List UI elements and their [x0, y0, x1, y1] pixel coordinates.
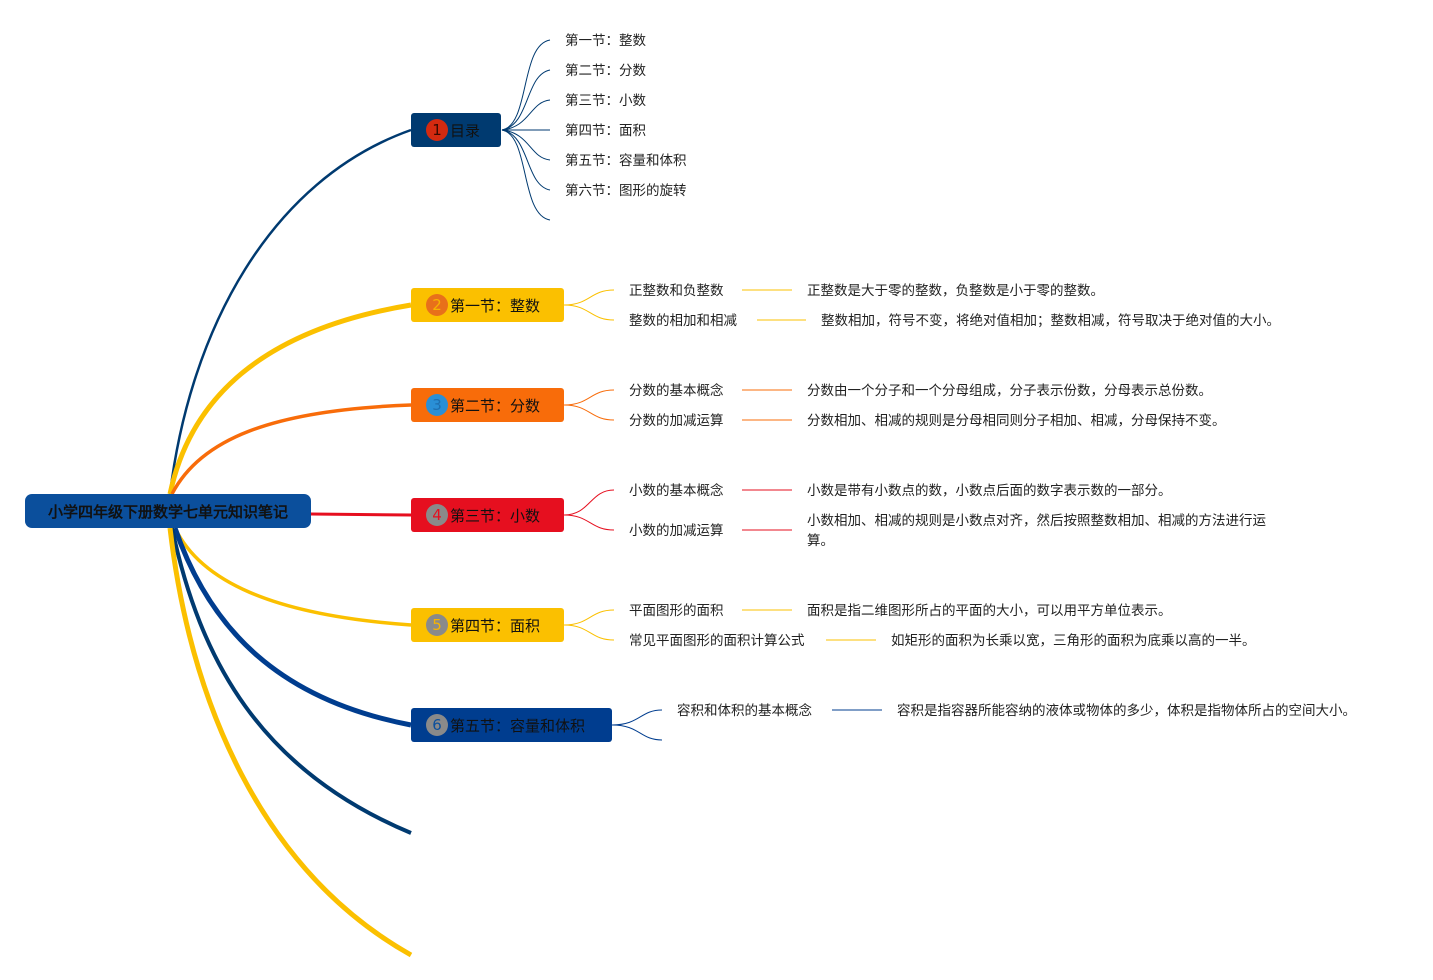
branch-line-section-3	[310, 512, 412, 517]
toc-item[interactable]: 第三节：小数	[565, 93, 646, 109]
subtopic[interactable]: 分数的加减运算	[629, 413, 724, 429]
toc-label: 目录	[450, 121, 481, 140]
branch-line-section-4	[173, 527, 412, 627]
number-badge: 1	[426, 119, 448, 141]
subtopic[interactable]: 平面图形的面积	[629, 603, 724, 619]
detail[interactable]: 小数相加、相减的规则是小数点对齐，然后按照整数相加、相减的方法进行运算。	[807, 513, 1266, 549]
toc-item[interactable]: 第五节：容量和体积	[565, 153, 687, 169]
subtopic[interactable]: 分数的基本概念	[629, 383, 724, 399]
branch-line-section-2	[170, 403, 412, 495]
detail[interactable]: 小数是带有小数点的数，小数点后面的数字表示数的一部分。	[807, 483, 1172, 499]
number-badge: 4	[426, 504, 448, 526]
section-label: 第五节：容量和体积	[450, 716, 586, 735]
toc-item[interactable]: 第六节：图形的旋转	[565, 183, 687, 199]
number-badge: 2	[426, 294, 448, 316]
root-topic-label: 小学四年级下册数学七单元知识笔记	[47, 502, 288, 521]
section-label: 第四节：面积	[450, 616, 541, 635]
subtopic[interactable]: 整数的相加和相减	[629, 313, 737, 329]
detail[interactable]: 面积是指二维图形所占的平面的大小，可以用平方单位表示。	[807, 603, 1172, 619]
toc-item[interactable]: 第四节：面积	[565, 123, 646, 139]
number-badge: 3	[426, 394, 448, 416]
subtopic[interactable]: 小数的基本概念	[629, 483, 724, 499]
detail[interactable]: 分数相加、相减的规则是分母相同则分子相加、相减，分母保持不变。	[807, 413, 1226, 429]
detail[interactable]: 容积是指容器所能容纳的液体或物体的多少，体积是指物体所占的空间大小。	[897, 703, 1356, 719]
branch-line-empty-2	[167, 527, 413, 958]
branch-line-section-1	[167, 302, 412, 495]
section-topic-volume[interactable]: 6 第五节：容量和体积	[411, 708, 612, 742]
section-topic-area[interactable]: 5 第四节：面积	[411, 608, 564, 642]
subtopic[interactable]: 小数的加减运算	[629, 523, 724, 539]
section-label: 第一节：整数	[450, 296, 541, 315]
section-topic-fractions[interactable]: 3 第二节：分数	[411, 388, 564, 422]
section-label: 第二节：分数	[450, 396, 541, 415]
subtopic[interactable]: 容积和体积的基本概念	[677, 703, 812, 719]
section-topic-decimals[interactable]: 4 第三节：小数	[411, 498, 564, 532]
detail[interactable]: 分数由一个分子和一个分母组成，分子表示份数，分母表示总份数。	[807, 383, 1212, 399]
detail[interactable]: 正整数是大于零的整数，负整数是小于零的整数。	[807, 283, 1104, 299]
subtopic[interactable]: 常见平面图形的面积计算公式	[629, 633, 805, 649]
toc-item[interactable]: 第一节：整数	[565, 33, 646, 49]
branch-line-toc	[168, 128, 412, 495]
section-topic-integers[interactable]: 2 第一节：整数	[411, 288, 564, 322]
branch-line-empty-1	[170, 527, 412, 835]
toc-topic[interactable]: 1 目录	[411, 113, 501, 147]
number-badge: 5	[426, 614, 448, 636]
toc-item[interactable]: 第二节：分数	[565, 63, 646, 79]
section-label: 第三节：小数	[450, 506, 541, 525]
subtopic[interactable]: 正整数和负整数	[629, 283, 724, 299]
detail[interactable]: 整数相加，符号不变，将绝对值相加；整数相减，符号取决于绝对值的大小。	[821, 313, 1280, 329]
branch-line-section-5	[172, 527, 412, 728]
root-topic[interactable]: 小学四年级下册数学七单元知识笔记	[25, 494, 311, 528]
number-badge: 6	[426, 714, 448, 736]
detail[interactable]: 如矩形的面积为长乘以宽，三角形的面积为底乘以高的一半。	[891, 633, 1256, 649]
